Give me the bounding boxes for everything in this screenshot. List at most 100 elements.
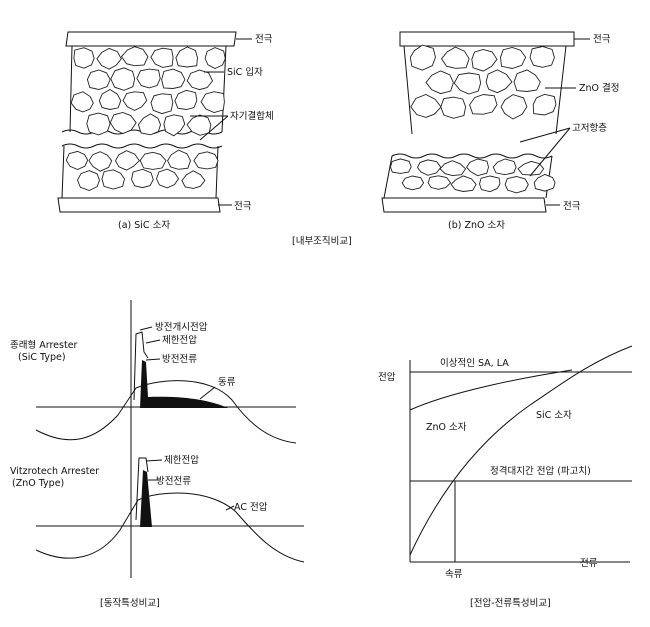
grain	[410, 94, 442, 118]
zno-electrode-top-label: 전극	[593, 34, 611, 45]
grain	[200, 91, 225, 113]
grain	[110, 67, 136, 91]
grain	[86, 69, 111, 90]
zno-boundary-line	[391, 153, 553, 159]
grain	[193, 151, 219, 170]
sic-electrode-top-label: 전극	[255, 34, 273, 45]
vi-characteristics: 전압 전류 이상적인 SA, LA ZnO 소자 SiC 소자 정격대지간 전압…	[378, 345, 633, 609]
grain	[150, 93, 174, 115]
sic-follow-current	[140, 360, 228, 408]
zno-surge	[135, 457, 149, 521]
zno-ac-wave	[35, 492, 305, 563]
grain	[390, 158, 412, 174]
grain	[440, 96, 467, 119]
grain	[471, 49, 498, 72]
zno-discharge-current	[140, 470, 152, 527]
vi-rated-label: 정격대지간 전압 (파고치)	[490, 465, 591, 477]
vi-sic-curve	[409, 345, 633, 556]
grain	[409, 44, 436, 71]
grain	[88, 151, 113, 172]
grain	[529, 46, 555, 68]
vi-caption: [전압-전류특성비교]	[470, 597, 551, 609]
grain	[120, 46, 149, 67]
grain	[156, 168, 180, 189]
sic-label-discharge-current: 방전전류	[162, 354, 197, 365]
grain	[101, 169, 125, 190]
zno-top-electrode	[399, 31, 575, 47]
grain	[136, 68, 161, 89]
grain	[70, 91, 94, 113]
vi-zno-curve	[409, 369, 573, 411]
sic-boundary-label: 자기결합체	[230, 111, 274, 122]
grain	[186, 69, 214, 91]
grain	[181, 170, 206, 189]
zno-label-limit-voltage: 제한전압	[164, 454, 199, 466]
grain	[416, 159, 442, 176]
operation-caption: [동작특성비교]	[100, 598, 160, 609]
grain	[500, 47, 527, 69]
zno-structure: 전극 ZnO 결정 고저항층 전극 (b) ZnO 소자	[381, 31, 620, 231]
operation-characteristics: 종래형 Arrester (SiC Type) 방전개시전압 제한전압 방전전류…	[10, 300, 305, 609]
grain	[532, 93, 557, 116]
grain	[453, 72, 482, 95]
sic-label-follow-current: 동류	[218, 377, 236, 388]
zno-grain-label: ZnO 결정	[579, 83, 620, 94]
sic-top-electrode	[65, 31, 237, 47]
sic-ac-wave	[35, 380, 297, 444]
grain	[517, 160, 545, 176]
vi-y-label: 전압	[378, 371, 396, 383]
vi-x-label: 전류	[580, 558, 598, 569]
grain	[139, 151, 167, 170]
vi-follow-label: 속류	[445, 569, 463, 580]
grain	[440, 46, 470, 69]
sic-type-subtitle: (SiC Type)	[18, 352, 66, 363]
grain	[77, 170, 100, 191]
zno-label-ac-voltage: AC 전압	[234, 501, 268, 513]
grain	[533, 173, 556, 192]
grain	[174, 89, 198, 110]
zno-label-discharge-current: 방전전류	[156, 476, 191, 487]
grain	[500, 94, 528, 120]
grain	[175, 46, 198, 68]
zno-boundary-label: 고저항층	[572, 123, 607, 134]
grain	[450, 175, 477, 192]
zno-type-title: Vitzrotech Arrester	[10, 466, 99, 477]
grain	[469, 94, 498, 115]
grain	[427, 175, 452, 190]
zno-caption: (b) ZnO 소자	[448, 220, 505, 231]
grain	[492, 158, 517, 176]
grain	[425, 70, 454, 95]
grain	[186, 114, 212, 136]
grain	[466, 158, 489, 177]
grain	[204, 47, 226, 70]
zno-type-subtitle: (ZnO Type)	[12, 478, 64, 489]
grain	[163, 114, 186, 137]
grain	[65, 150, 89, 170]
sic-structure: 전극 SiC 입자 자기결합체 전극 (a) SiC 소자	[57, 31, 274, 231]
grain	[401, 175, 425, 191]
grain	[167, 149, 191, 170]
grain	[98, 88, 122, 110]
grain	[504, 176, 529, 194]
sic-surge	[133, 331, 149, 401]
grain	[485, 69, 513, 94]
grain	[513, 69, 541, 92]
grain	[131, 168, 154, 189]
sic-label-discharge-start: 방전개시전압	[155, 321, 208, 333]
sic-label-limit-voltage: 제한전압	[162, 334, 197, 346]
zno-electrode-bottom-label: 전극	[563, 201, 581, 212]
structure-section-caption: [내부조직비교]	[292, 236, 352, 247]
grain	[122, 91, 148, 111]
grain	[439, 160, 467, 177]
vi-ideal-label: 이상적인 SA, LA	[440, 357, 509, 369]
sic-boundary-line	[61, 143, 223, 149]
grain	[479, 175, 501, 193]
vi-zno-label: ZnO 소자	[426, 422, 467, 433]
sic-type-title: 종래형 Arrester	[10, 340, 78, 351]
grain	[73, 47, 95, 69]
grain	[150, 47, 174, 68]
sic-electrode-bottom-label: 전극	[234, 201, 252, 212]
sic-bottom-electrode	[57, 197, 221, 213]
grain	[86, 112, 111, 136]
grain	[109, 112, 137, 134]
